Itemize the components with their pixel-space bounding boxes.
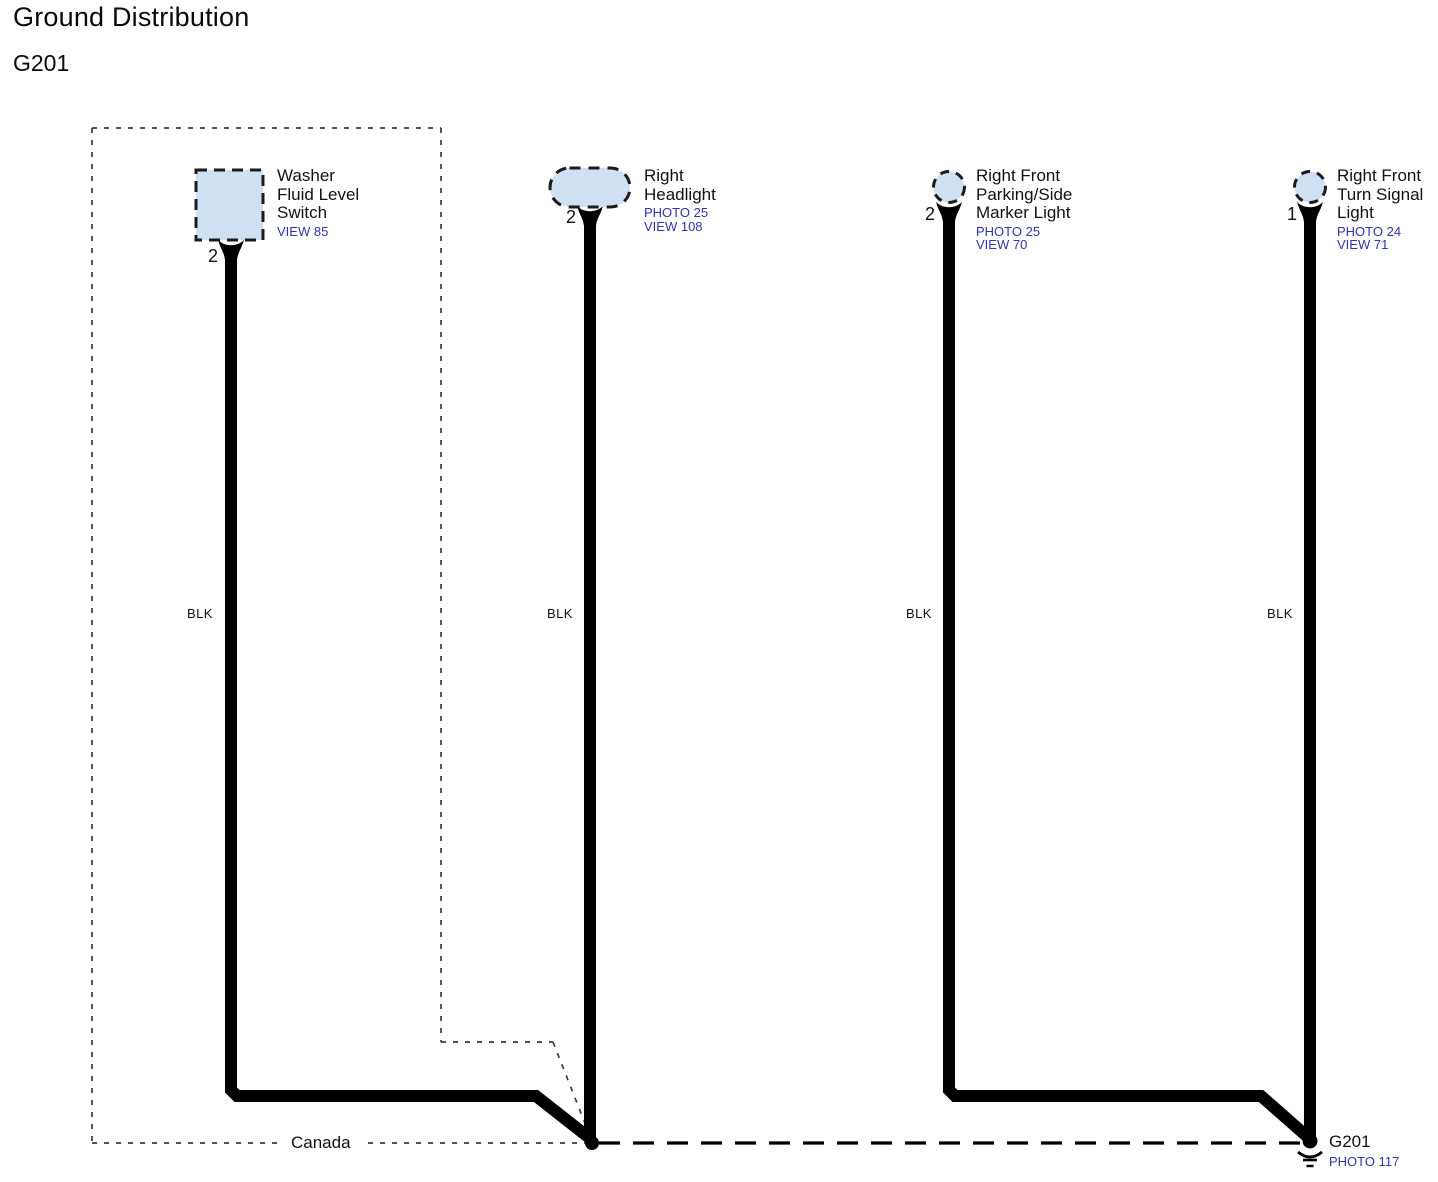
canada-boundary-outline xyxy=(91,127,591,1144)
component-name: Right Headlight xyxy=(644,166,716,204)
connector-tapers xyxy=(218,202,1323,260)
view-link[interactable]: VIEW 108 xyxy=(644,218,703,234)
reference-links: PHOTO 25 VIEW 70 xyxy=(976,223,1136,252)
photo-link[interactable]: PHOTO 24 xyxy=(1337,223,1402,239)
wire-color-label: BLK xyxy=(1267,606,1293,621)
ground-terminal-dot xyxy=(1302,1133,1318,1149)
reference-links: PHOTO 24 VIEW 71 xyxy=(1337,223,1438,252)
component-symbol-right-headlight xyxy=(548,166,632,209)
component-label-right-headlight: Right Headlight PHOTO 25 VIEW 108 xyxy=(644,166,804,233)
component-symbol-front-parking-marker-light xyxy=(932,170,966,204)
reference-links: VIEW 85 xyxy=(277,223,437,239)
component-label-front-parking-marker-light: Right Front Parking/Side Marker Light PH… xyxy=(976,166,1136,252)
view-link[interactable]: VIEW 70 xyxy=(976,237,1028,252)
wire-color-label: BLK xyxy=(547,606,573,621)
component-symbol-front-turn-signal-light xyxy=(1293,170,1327,204)
component-label-front-turn-signal-light: Right Front Turn Signal Light PHOTO 24 V… xyxy=(1337,166,1438,252)
view-link[interactable]: VIEW 71 xyxy=(1337,237,1389,252)
component-label-washer-fluid-level-switch: Washer Fluid Level Switch VIEW 85 xyxy=(277,166,437,239)
connector-taper-icon xyxy=(1297,202,1323,222)
pin-number: 2 xyxy=(207,246,218,266)
canada-boundary-diagonal xyxy=(552,1041,591,1137)
splice-junction-dot xyxy=(585,1136,599,1150)
photo-link[interactable]: PHOTO 25 xyxy=(976,223,1041,239)
ground-id-label: G201 xyxy=(1329,1132,1371,1151)
wire-color-label: BLK xyxy=(906,606,932,621)
wire-washer-fluid-switch xyxy=(225,252,596,1145)
pin-number: 1 xyxy=(1286,204,1297,224)
wire-front-parking-marker xyxy=(943,216,1314,1144)
page-subtitle: G201 xyxy=(13,50,70,76)
ground-hatch-arc xyxy=(1297,1150,1323,1159)
reference-links: PHOTO 25 VIEW 108 xyxy=(644,206,804,233)
pin-number: 2 xyxy=(924,204,935,224)
component-name: Right Front Parking/Side Marker Light xyxy=(976,166,1073,222)
connector-taper-icon xyxy=(577,206,603,226)
wire-color-label: BLK xyxy=(187,606,213,621)
component-name: Washer Fluid Level Switch xyxy=(277,166,360,222)
connector-taper-icon xyxy=(218,240,244,260)
region-label-canada: Canada xyxy=(281,1133,361,1153)
connector-taper-icon xyxy=(936,202,962,222)
ground-symbol xyxy=(1297,1133,1323,1168)
photo-link[interactable]: PHOTO 25 xyxy=(644,205,709,220)
page-title: Ground Distribution xyxy=(13,2,250,32)
pin-number: 2 xyxy=(565,207,576,227)
ground-photo-link[interactable]: PHOTO 117 xyxy=(1329,1154,1400,1169)
component-symbol-washer-fluid-level-switch xyxy=(194,168,265,242)
component-name: Right Front Turn Signal Light xyxy=(1337,166,1424,222)
view-link[interactable]: VIEW 85 xyxy=(277,223,329,239)
